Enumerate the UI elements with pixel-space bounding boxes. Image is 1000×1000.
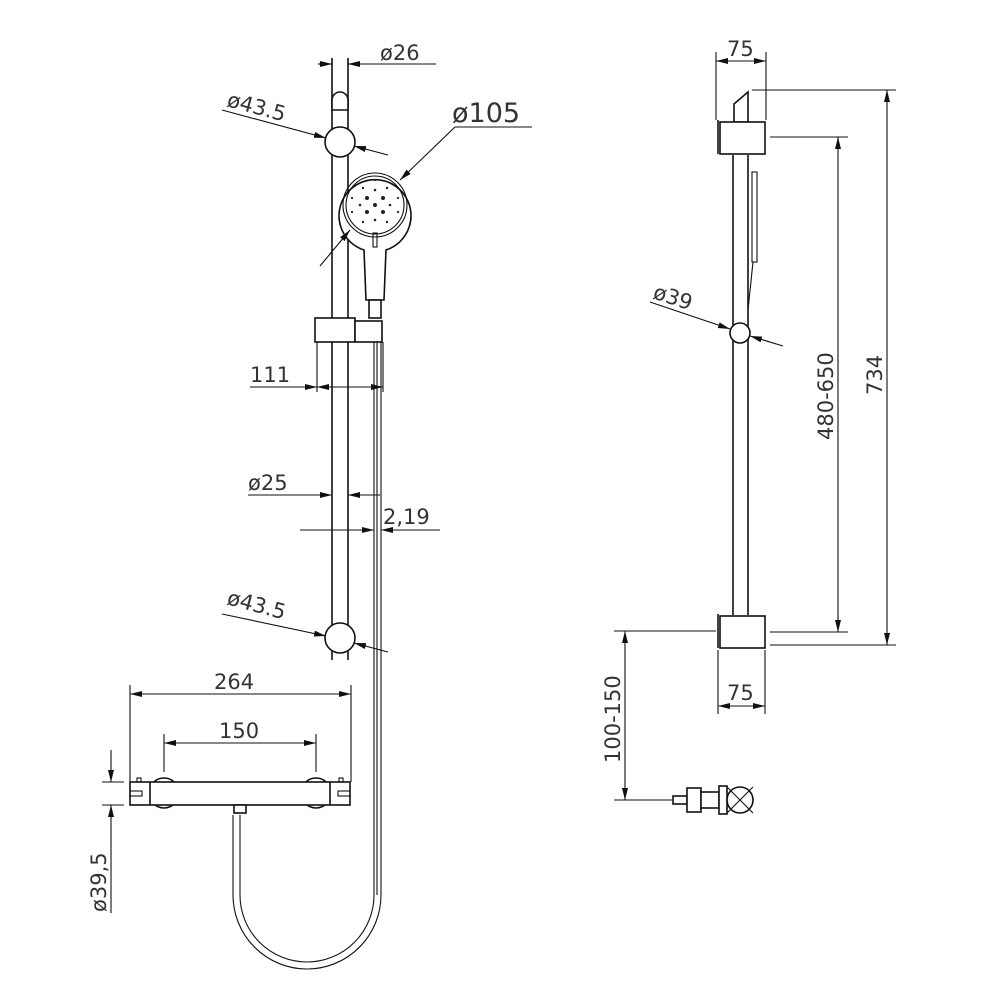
side-view: 75 734 480-650 ø39 75: [601, 37, 896, 815]
thermostatic-valve: [129, 777, 351, 814]
dim-label: 480-650: [814, 352, 838, 440]
dim-label: 75: [727, 37, 754, 61]
side-top-bracket: [717, 90, 766, 155]
dim-label: ø39: [650, 280, 695, 315]
dim-valve-offset: 100-150: [601, 630, 716, 801]
dim-label: ø43.5: [225, 88, 289, 127]
dim-label: ø105: [452, 98, 520, 129]
side-bottom-bracket: [717, 614, 766, 649]
dim-label: 2,19: [383, 505, 430, 529]
top-bracket: [324, 126, 356, 158]
bottom-bracket: [324, 622, 356, 654]
dim-label: ø43.5: [225, 586, 289, 625]
rail: [331, 58, 349, 660]
handset: [338, 172, 412, 319]
dim-handset: ø105: [319, 98, 532, 267]
dim-label: 75: [727, 681, 754, 705]
dim-label: ø26: [380, 41, 420, 65]
dim-bottom-bracket-depth: 75: [717, 650, 766, 714]
dim-label: 150: [219, 719, 259, 743]
hose: [232, 342, 382, 970]
front-view: ø26 ø43.5 ø105 111 ø25 2,19: [87, 41, 532, 970]
dim-side-slider: ø39: [649, 280, 784, 347]
side-rail: [732, 155, 749, 615]
dim-label: ø39,5: [87, 852, 111, 912]
slider: [314, 317, 383, 392]
dim-top-bracket-depth: 75: [715, 37, 767, 120]
dim-rail-top: ø26: [318, 41, 436, 67]
dim-label: 264: [214, 670, 254, 694]
side-valve: [672, 785, 754, 815]
dim-bracket-bottom: ø43.5: [221, 586, 389, 653]
dim-valve-centers: 150: [163, 719, 317, 772]
side-handset: [747, 171, 758, 311]
dim-valve-diameter: ø39,5: [87, 750, 124, 913]
dim-hose: 2,19: [300, 505, 440, 533]
dim-slider-offset: 111: [250, 342, 384, 392]
dim-label: ø25: [248, 471, 288, 495]
dim-bracket-spacing: 480-650: [770, 136, 848, 633]
side-slider: [729, 322, 751, 344]
dim-label: 100-150: [601, 675, 625, 763]
dim-overall-height: 734: [752, 89, 896, 646]
dim-label: 734: [863, 355, 887, 395]
dim-label: 111: [250, 363, 290, 387]
dim-rail: ø25: [248, 471, 380, 498]
dim-bracket-top: ø43.5: [221, 88, 389, 156]
dim-valve-width: 264: [129, 670, 352, 782]
